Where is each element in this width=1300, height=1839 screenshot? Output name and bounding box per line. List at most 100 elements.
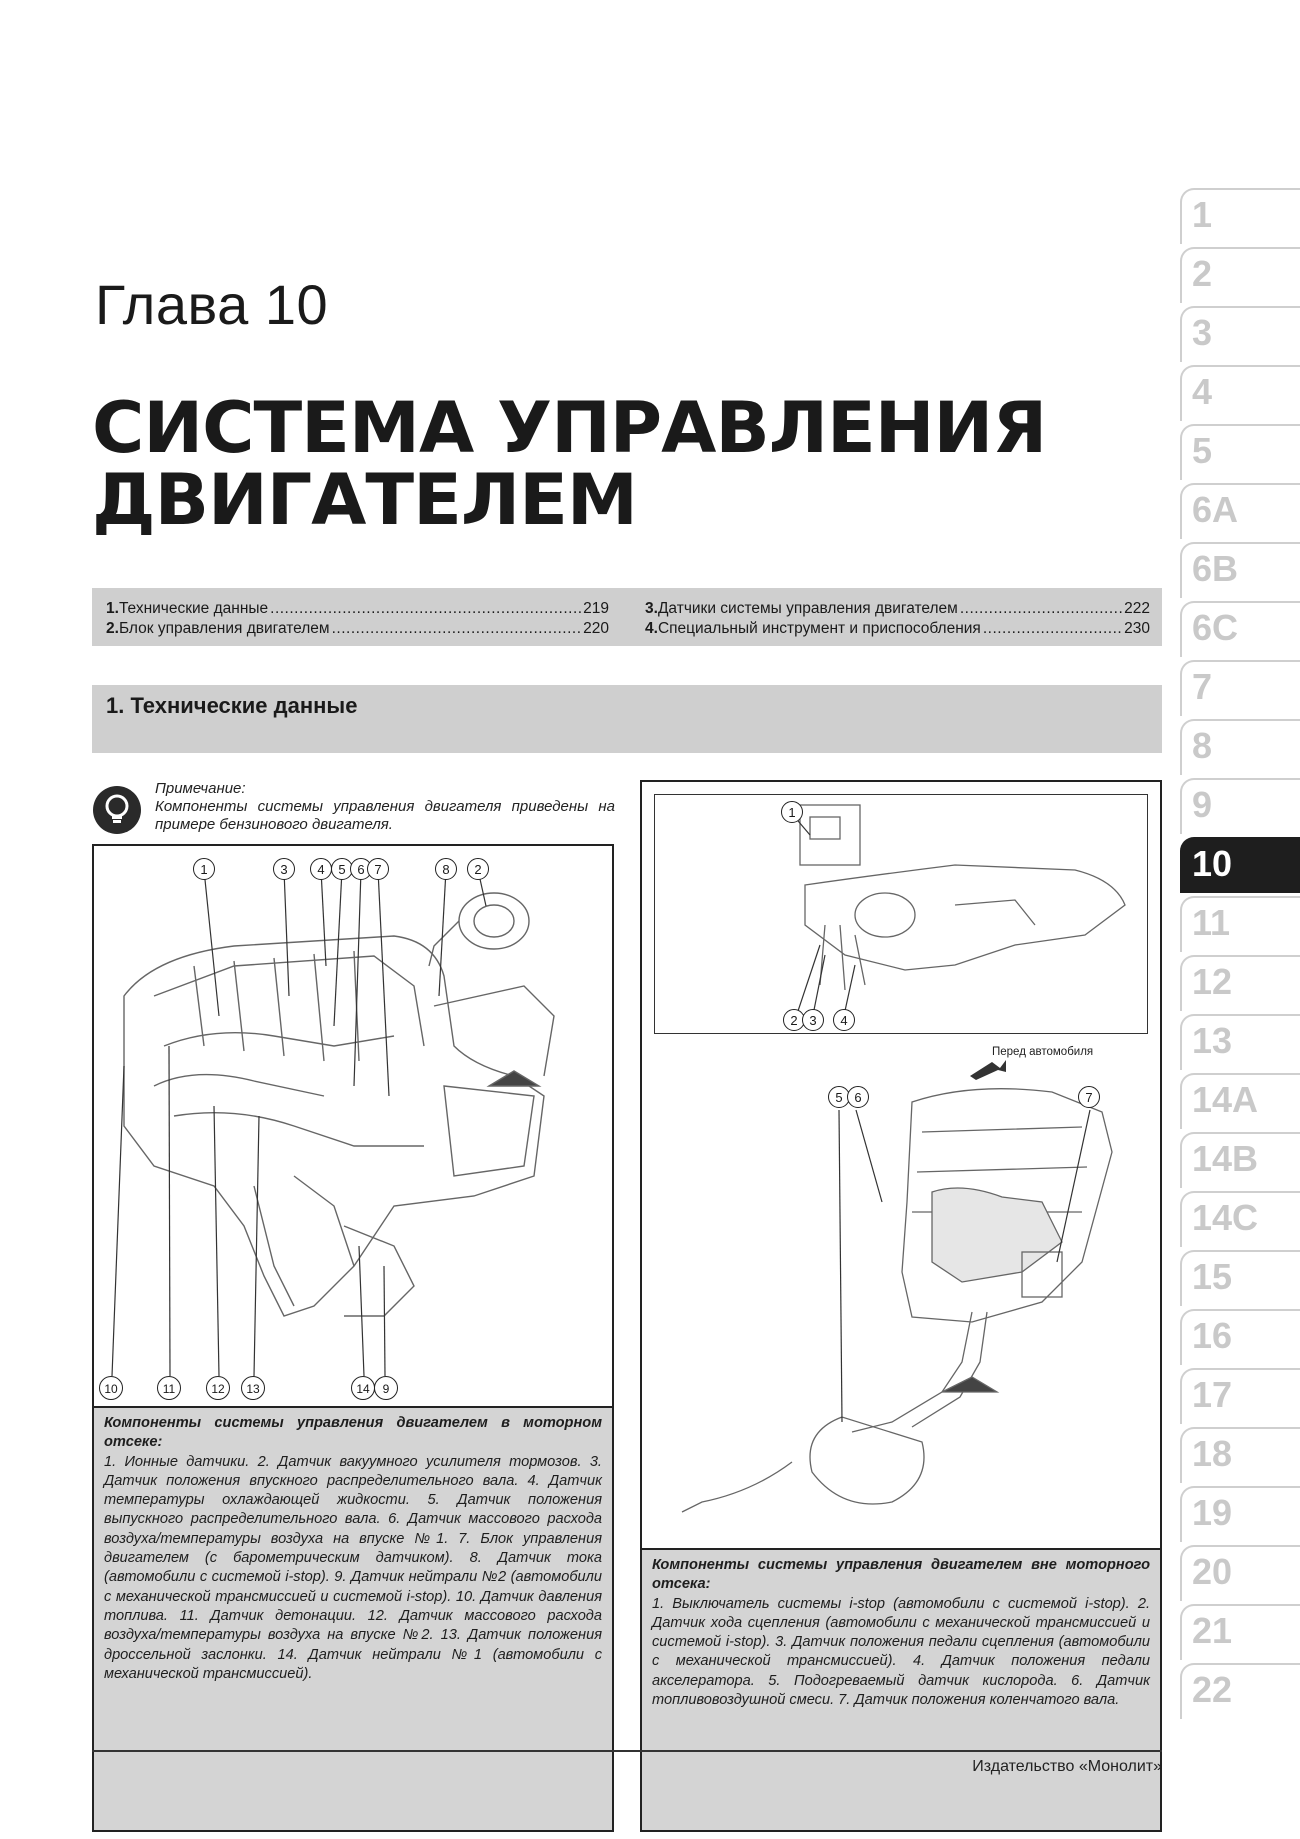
chapter-tab-label: 14B: [1192, 1138, 1259, 1179]
chapter-tab[interactable]: 12: [1180, 955, 1300, 1011]
toc-item-page: 222: [1124, 600, 1150, 617]
tab-edge: [1180, 365, 1300, 421]
chapter-tab[interactable]: 17: [1180, 1368, 1300, 1424]
chapter-tab-label: 17: [1192, 1374, 1233, 1415]
chapter-tab[interactable]: 3: [1180, 306, 1300, 362]
chapter-tab-label: 1: [1192, 194, 1213, 235]
chapter-tab-label: 21: [1192, 1610, 1233, 1651]
tab-edge: [1180, 1663, 1300, 1719]
chapter-tab[interactable]: 6C: [1180, 601, 1300, 657]
chapter-tab[interactable]: 14C: [1180, 1191, 1300, 1247]
tab-edge: [1180, 188, 1300, 244]
toc-dot-leader: [270, 599, 581, 619]
note-body: Компоненты системы управления двигателя …: [155, 798, 615, 833]
tab-edge: [1180, 1250, 1300, 1306]
caption-heading: Компоненты системы управления двигателем…: [104, 1415, 602, 1451]
chapter-tab-label: 6A: [1192, 489, 1239, 530]
toc-item[interactable]: 3. Датчики системы управления двигателем…: [645, 599, 1150, 619]
chapter-tab-label: 4: [1192, 371, 1213, 412]
lightbulb-icon: [93, 786, 141, 834]
chapter-tab-label: 8: [1192, 725, 1213, 766]
figure-outside-compartment: 1 2 3 4 Перед автомобиля 5 6 7 Компонент: [640, 780, 1162, 1832]
chapter-tab[interactable]: 20: [1180, 1545, 1300, 1601]
chapter-tab[interactable]: 6A: [1180, 483, 1300, 539]
callout-marker: 7: [1078, 1086, 1100, 1108]
chapter-tab-label: 15: [1192, 1256, 1233, 1297]
chapter-tab-label: 20: [1192, 1551, 1233, 1592]
tab-edge: [1180, 955, 1300, 1011]
chapter-tab-label: 18: [1192, 1433, 1233, 1474]
chapter-tab[interactable]: 15: [1180, 1250, 1300, 1306]
footer-publisher: Издательство «Монолит»: [972, 1758, 1162, 1775]
callout-row-top: 1 3 4 5 6 7 8 2: [94, 858, 612, 882]
caption-heading: Компоненты системы управления двигателем…: [652, 1557, 1150, 1593]
callout-marker: 13: [241, 1376, 265, 1400]
callout-marker: 10: [99, 1376, 123, 1400]
tab-edge: [1180, 1191, 1300, 1247]
toc-item-number: 2.: [106, 620, 119, 637]
tab-edge: [1180, 601, 1300, 657]
cabin-drawing: [792, 804, 1126, 1021]
callout-marker: 1: [781, 801, 803, 823]
tab-edge: [1180, 778, 1300, 834]
toc-dot-leader: [332, 619, 582, 639]
chapter-tab[interactable]: 4: [1180, 365, 1300, 421]
toc-item[interactable]: 1. Технические данные 219: [106, 599, 609, 619]
tab-edge: [1180, 1014, 1300, 1070]
section-header: 1. Технические данные: [92, 685, 1162, 753]
chapter-tab-label: 3: [1192, 312, 1213, 353]
chapter-tab-label: 14C: [1192, 1197, 1259, 1238]
chapter-tab-label: 11: [1192, 902, 1231, 943]
chapter-tab[interactable]: 16: [1180, 1309, 1300, 1365]
toc-item-title: Блок управления двигателем: [118, 620, 330, 637]
chapter-tab[interactable]: 11: [1180, 896, 1300, 952]
chapter-tab[interactable]: 9: [1180, 778, 1300, 834]
chapter-tab[interactable]: 22: [1180, 1663, 1300, 1719]
toc-item-number: 1.: [106, 600, 119, 617]
toc-item[interactable]: 2. Блок управления двигателем 220: [106, 619, 609, 639]
chapter-tab[interactable]: 14B: [1180, 1132, 1300, 1188]
note: Примечание: Компоненты системы управлени…: [155, 780, 615, 834]
callout-marker: 12: [206, 1376, 230, 1400]
tab-edge: [1180, 1132, 1300, 1188]
chapter-tab[interactable]: 8: [1180, 719, 1300, 775]
chapter-title: СИСТЕМА УПРАВЛЕНИЯ ДВИГАТЕЛЕМ: [92, 392, 1047, 541]
tab-edge: [1180, 424, 1300, 480]
tab-edge: [1180, 1073, 1300, 1129]
chapter-tab[interactable]: 13: [1180, 1014, 1300, 1070]
chapter-tab[interactable]: 18: [1180, 1427, 1300, 1483]
front-direction-label: Перед автомобиля: [992, 1046, 1094, 1058]
tab-edge: [1180, 660, 1300, 716]
tab-edge: [1180, 1604, 1300, 1660]
chapter-tab-label: 16: [1192, 1315, 1233, 1356]
callout-marker: 4: [833, 1009, 855, 1031]
chapter-title-line2: ДВИГАТЕЛЕМ: [92, 459, 638, 541]
chapter-tab[interactable]: 5: [1180, 424, 1300, 480]
chapter-tab-label: 7: [1192, 666, 1213, 707]
chapter-tab-label: 19: [1192, 1492, 1233, 1533]
toc-item[interactable]: 4. Специальный инструмент и приспособлен…: [645, 619, 1150, 639]
chapter-tab[interactable]: 14A: [1180, 1073, 1300, 1129]
toc-column-right: 3. Датчики системы управления двигателем…: [645, 599, 1150, 639]
chapter-tab[interactable]: 1: [1180, 188, 1300, 244]
chapter-tab[interactable]: 2: [1180, 247, 1300, 303]
callout-marker: 2: [467, 858, 489, 880]
callout-row-bottom: 10 11 12 13 14 9: [94, 1376, 612, 1400]
chapter-tab-label: 6C: [1192, 607, 1239, 648]
note-title: Примечание:: [155, 780, 246, 797]
tab-edge: [1180, 1545, 1300, 1601]
tab-edge: [1180, 1368, 1300, 1424]
engine-compartment-drawing: [111, 869, 555, 1377]
chapter-tab-label: 9: [1192, 784, 1213, 825]
chapter-tab[interactable]: 10: [1180, 837, 1300, 893]
tab-edge: [1180, 247, 1300, 303]
callout-marker: 11: [157, 1376, 181, 1400]
toc-item-title: Специальный инструмент и приспособления: [657, 620, 981, 637]
chapter-tab[interactable]: 19: [1180, 1486, 1300, 1542]
toc-item-page: 230: [1124, 620, 1150, 637]
chapter-tab[interactable]: 6B: [1180, 542, 1300, 598]
chapter-tab[interactable]: 21: [1180, 1604, 1300, 1660]
figure-caption: Компоненты системы управления двигателем…: [642, 1548, 1160, 1830]
chapter-tab[interactable]: 7: [1180, 660, 1300, 716]
footer-rule: [92, 1750, 1162, 1752]
